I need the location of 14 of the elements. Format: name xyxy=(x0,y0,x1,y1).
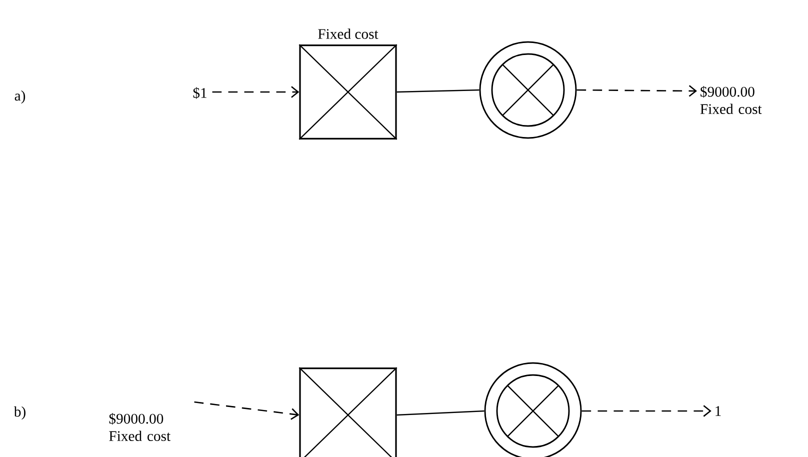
value-text: $9000.00 Fixed cost xyxy=(109,412,171,442)
cross-circle xyxy=(484,362,582,457)
panel-label: b) xyxy=(14,406,26,420)
cross-circle xyxy=(479,41,577,139)
value-text: 1 xyxy=(716,406,721,416)
arrow xyxy=(194,401,300,420)
value-text: $1 xyxy=(193,87,206,99)
panel-label: a) xyxy=(14,90,26,104)
box-heading: Fixed cost xyxy=(318,28,378,39)
arrow xyxy=(576,85,697,97)
cross-box xyxy=(298,366,398,457)
value-text: $9000.00 Fixed cost xyxy=(700,86,762,114)
arrow xyxy=(582,405,712,417)
arrow xyxy=(212,86,300,98)
